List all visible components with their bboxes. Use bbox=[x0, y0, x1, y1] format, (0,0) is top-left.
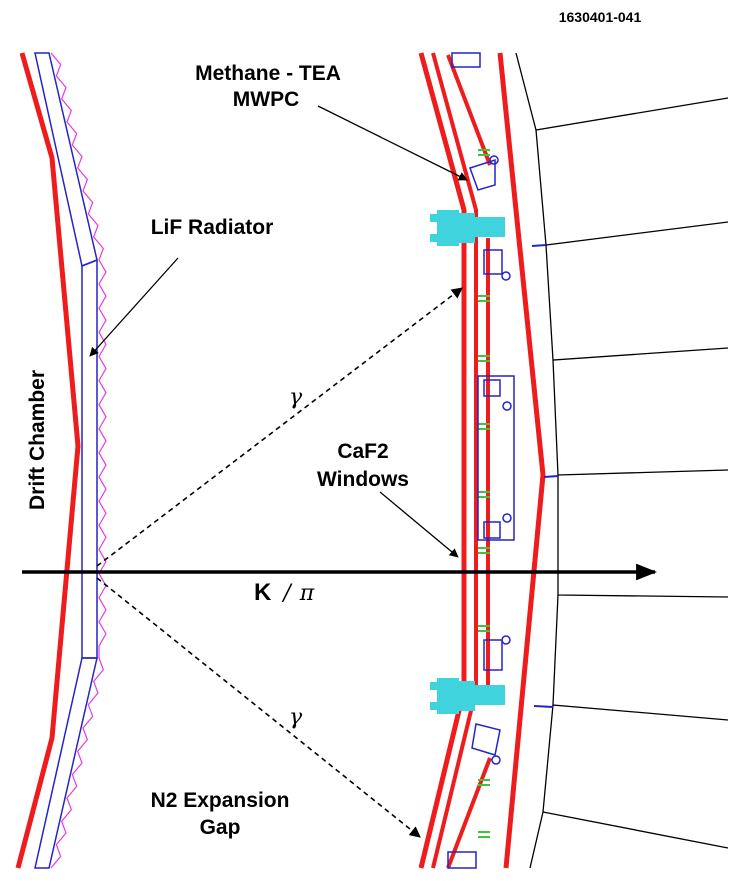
detector-inner-wall-b bbox=[431, 52, 478, 869]
mwpc-readout-boxes bbox=[447, 52, 515, 869]
gap-label-line2: Gap bbox=[200, 816, 241, 839]
drift-chamber-label: Drift Chamber bbox=[26, 370, 49, 510]
mounting-bracket-lower bbox=[430, 678, 505, 714]
cherenkov-photon-upper bbox=[96, 287, 463, 567]
particle-pi: π bbox=[299, 581, 315, 606]
gap-label-line1: N2 Expansion bbox=[151, 789, 290, 812]
particle-label: K / π bbox=[254, 579, 315, 606]
detector-inner-wall-c2 bbox=[446, 757, 492, 869]
segment-blue-ticks bbox=[531, 244, 559, 708]
lif-radiator-lower bbox=[34, 657, 98, 869]
mwpc-label-line1: Methane - TEA bbox=[195, 62, 341, 85]
mwpc-leader-arrow bbox=[317, 105, 468, 181]
detector-rear-wall bbox=[497, 52, 546, 869]
detector-inner-wall-c bbox=[446, 54, 492, 166]
gamma-lower: γ bbox=[289, 705, 303, 730]
lif-radiator-center bbox=[81, 258, 98, 659]
gamma-upper: γ bbox=[289, 385, 303, 410]
mounting-bracket-upper bbox=[430, 210, 505, 246]
windows-label-line1: CaF2 bbox=[337, 440, 388, 463]
mwpc-label-line2: MWPC bbox=[233, 88, 300, 111]
detector-outer-wall-a bbox=[418, 52, 467, 869]
cherenkov-photon-lower bbox=[96, 577, 421, 838]
radiator-label: LiF Radiator bbox=[151, 216, 274, 239]
outer-support-segments bbox=[515, 52, 729, 869]
figure-id: 1630401-041 bbox=[559, 9, 642, 25]
particle-slash: / bbox=[281, 581, 293, 606]
windows-label-line2: Windows bbox=[317, 468, 409, 491]
particle-k: K bbox=[254, 579, 272, 606]
windows-leader-arrow bbox=[379, 491, 459, 558]
radiator-leader-arrow bbox=[89, 257, 179, 357]
lif-radiator-upper bbox=[34, 52, 98, 268]
green-spacers bbox=[478, 149, 490, 838]
drift-chamber-wall bbox=[15, 52, 81, 869]
radiator-sawtooth-surface bbox=[50, 52, 107, 869]
